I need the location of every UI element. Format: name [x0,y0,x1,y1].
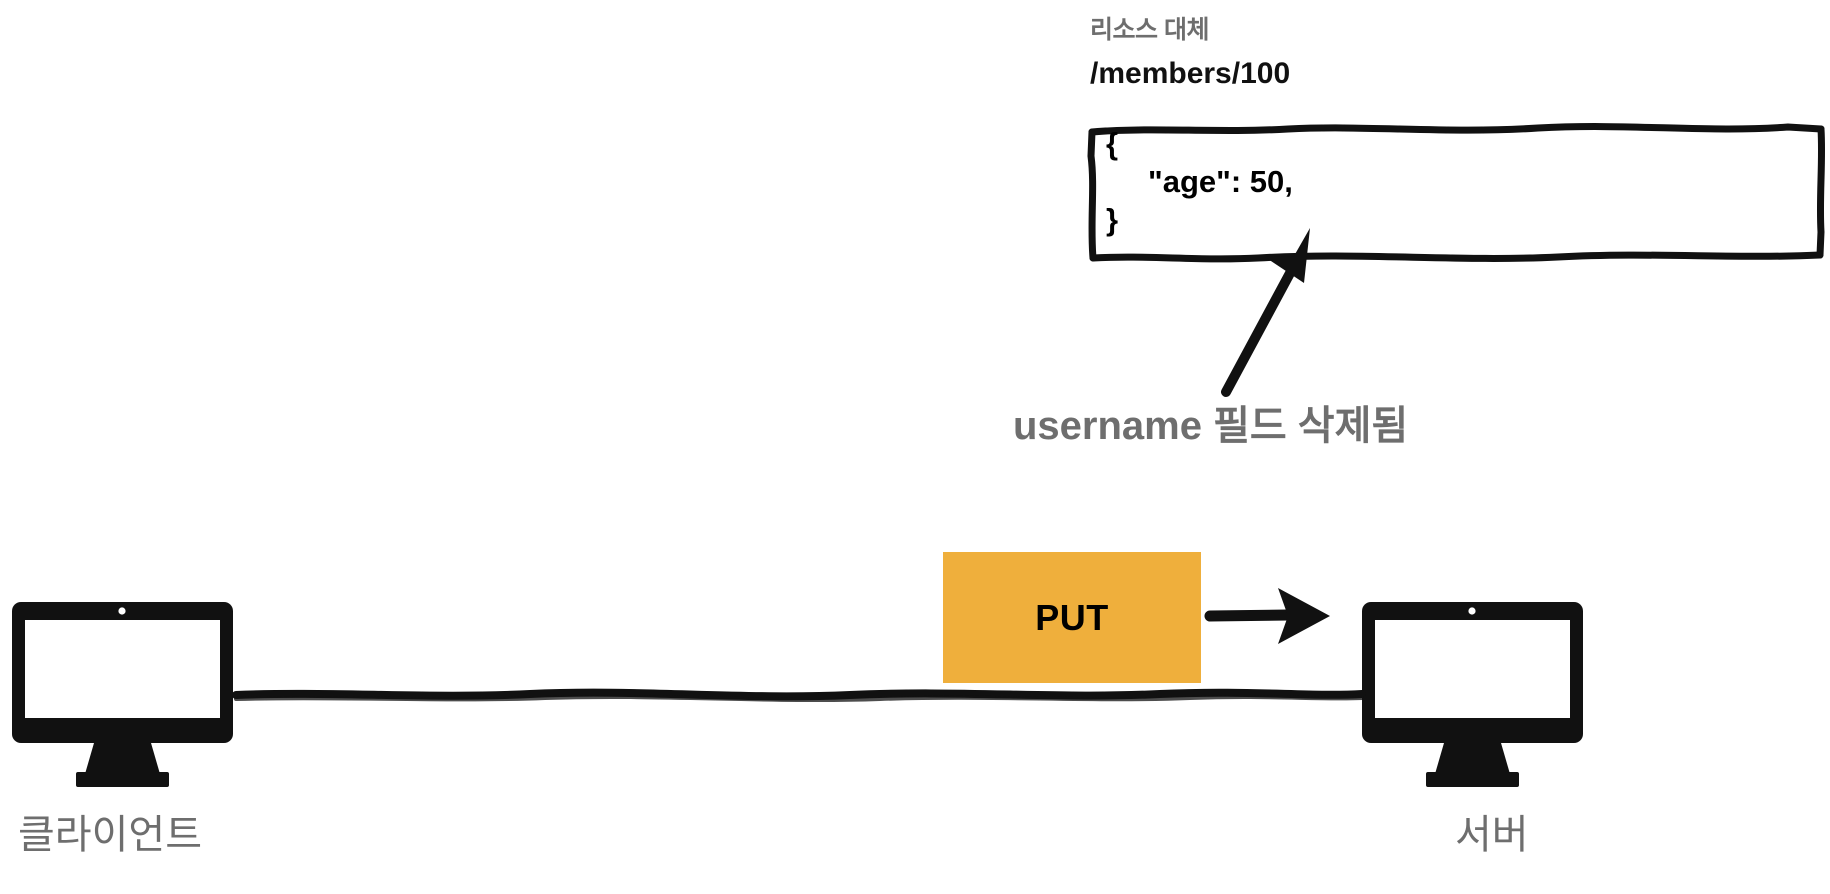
desktop-monitor-icon [1362,602,1583,787]
server-monitor-icon [1360,600,1585,790]
endpoint-path: /members/100 [1090,57,1291,90]
request-body-box-outline [1087,123,1826,263]
desktop-monitor-icon [12,602,233,787]
method-chip-put: PUT [943,552,1201,683]
deleted-field-annotation: username 필드 삭제됨 [1013,404,1409,448]
client-server-link-texture [234,694,1364,703]
annotation-arrow-shaft [1221,257,1301,397]
json-field-age: "age": 50, [1148,164,1293,199]
client-server-link [232,688,1366,701]
client-monitor-icon [10,600,235,790]
request-arrow-head [1278,588,1330,644]
client-node-label: 클라이언트 [18,813,202,857]
request-body-box: { "age": 50, } [1087,112,1826,263]
request-arrow-shaft [1204,609,1294,622]
json-close-brace: } [1106,202,1119,237]
server-node-label: 서버 [1455,813,1529,857]
resource-replace-caption: 리소스 대체 [1090,16,1209,44]
json-open-brace: { [1106,126,1119,161]
